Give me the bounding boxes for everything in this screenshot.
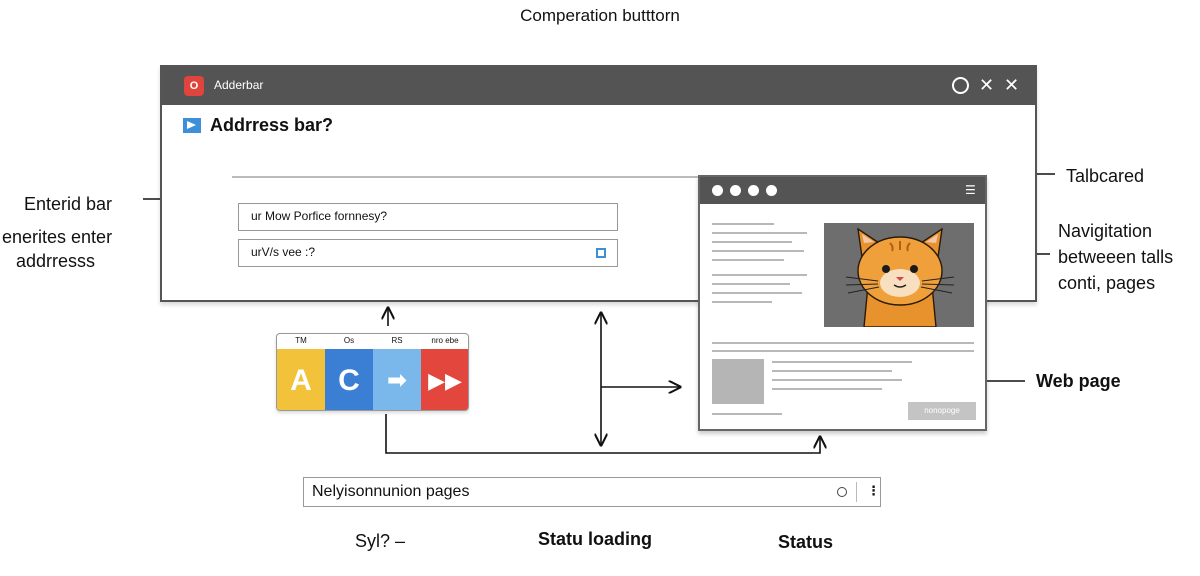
divider	[232, 176, 702, 178]
text-line	[712, 259, 784, 261]
status-bar-text: Nelyisonnunion pages	[312, 483, 470, 500]
text-line	[712, 342, 974, 344]
text-line	[772, 388, 882, 390]
tab-fast-forward[interactable]: ▶▶	[421, 349, 468, 410]
text-line	[772, 379, 902, 381]
text-line	[712, 250, 804, 252]
address-input[interactable]: urV/s vee :?	[238, 239, 618, 267]
label-navigation-line2: betweeen talls	[1058, 247, 1174, 267]
text-line	[712, 283, 790, 285]
label-entered-bar: Enterid bar	[24, 194, 113, 214]
text-line	[772, 361, 912, 363]
label-tabbed: Talbcared	[1066, 166, 1145, 186]
circle-icon[interactable]	[952, 77, 969, 94]
text-line	[712, 232, 807, 234]
divider	[856, 482, 857, 502]
arrow-tabs-to-browser	[385, 414, 820, 454]
tab-label: Os	[343, 336, 355, 345]
label-bottom-left: Syl? –	[355, 531, 406, 551]
dot-icon	[766, 185, 777, 196]
text-line	[772, 370, 892, 372]
close-icon[interactable]: ✕	[979, 75, 995, 95]
diagram-title: Comperation butttorn	[520, 6, 680, 25]
window-title: Adderbar	[214, 78, 264, 92]
text-line	[712, 241, 792, 243]
label-status-loading: Statu loading	[538, 529, 652, 549]
label-enter-address-line1: enerites enter	[2, 227, 113, 247]
app-icon: O	[184, 76, 204, 96]
menu-icon[interactable]: ☰	[965, 183, 976, 197]
webpage-preview: ☰	[698, 175, 987, 431]
text-line	[712, 292, 802, 294]
url-field[interactable]: ur Mow Porfice fornnesy?	[238, 203, 618, 231]
label-status: Status	[778, 532, 834, 552]
tab-strip: TM Os RS nro ebe A C ➡ ▶▶	[276, 333, 469, 411]
tab-a[interactable]: A	[277, 349, 325, 410]
tab-label: RS	[391, 336, 403, 345]
more-icon[interactable]: ⋮	[867, 483, 880, 498]
loading-icon	[837, 487, 847, 497]
label-webpage: Web page	[1036, 371, 1121, 391]
go-icon[interactable]	[596, 248, 606, 258]
label-navigation-line1: Navigitation	[1058, 221, 1153, 241]
cat-image	[824, 223, 974, 327]
tab-c[interactable]: C	[325, 349, 373, 410]
status-bar: Nelyisonnunion pages ⋮	[303, 477, 881, 507]
text-line	[712, 274, 807, 276]
tab-label: TM	[295, 336, 307, 345]
window-titlebar: O Adderbar ✕ ✕	[162, 67, 1035, 105]
dot-icon	[748, 185, 759, 196]
play-icon	[183, 118, 201, 133]
preview-titlebar: ☰	[700, 177, 985, 204]
tab-label: nro ebe	[431, 336, 459, 345]
label-enter-address-line2: addrresss	[16, 251, 96, 271]
address-bar-heading: Addrress bar?	[210, 115, 334, 135]
dot-icon	[730, 185, 741, 196]
label-navigation-line3: conti, pages	[1058, 273, 1156, 293]
text-line	[712, 301, 772, 303]
page-button[interactable]: nonopoge	[908, 402, 976, 420]
text-line	[712, 413, 782, 415]
dot-icon	[712, 185, 723, 196]
text-line	[712, 223, 774, 225]
text-line	[712, 350, 974, 352]
close-icon[interactable]: ✕	[1004, 75, 1020, 95]
tab-arrow[interactable]: ➡	[373, 349, 421, 410]
thumbnail-image	[712, 359, 764, 404]
